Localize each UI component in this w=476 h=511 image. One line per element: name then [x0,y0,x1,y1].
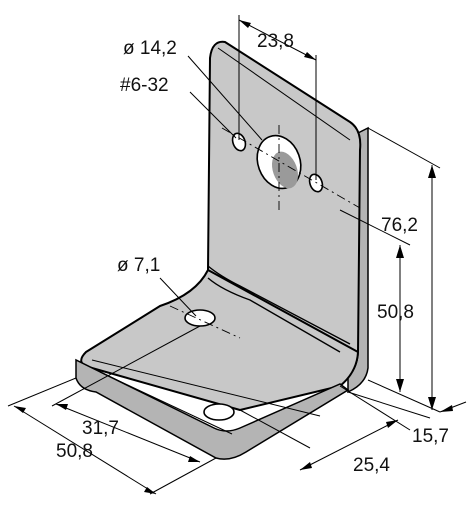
label-depth: 15,7 [412,426,449,447]
label-width-50: 50,8 [56,441,93,462]
label-hole-height: 50,8 [377,302,414,323]
dim-hole-spacing [238,15,317,180]
bend-line-2 [207,265,351,345]
dim-heights [339,127,441,413]
leader-thread [189,91,237,139]
base-hole-axis [169,305,241,339]
label-large-hole-diameter: ø 14,2 [123,38,177,59]
label-width-31: 31,7 [82,418,119,439]
base-face-line-2 [99,371,233,435]
bend-line-1 [207,277,341,353]
label-thread: #6-32 [120,75,169,96]
hole-center-axis [221,127,361,209]
base-hole-1 [184,309,216,327]
label-base-length: 25,4 [353,455,390,476]
base-hole-2 [203,403,235,421]
center-lines [169,125,361,339]
dim-depth [347,391,467,419]
label-small-hole-diameter: ø 7,1 [117,255,160,276]
dim-widths [7,325,217,495]
angle-bracket [75,40,369,460]
base-face-line [91,359,321,417]
dim-small-hole [159,277,197,317]
vertical-face-line [217,47,351,141]
dim-base-length [239,385,411,471]
label-overall-height: 76,2 [381,215,418,236]
label-hole-spacing: 23,8 [257,31,294,52]
holes [184,132,324,421]
leader-large-hole [187,55,263,141]
leaders-top [187,55,263,141]
